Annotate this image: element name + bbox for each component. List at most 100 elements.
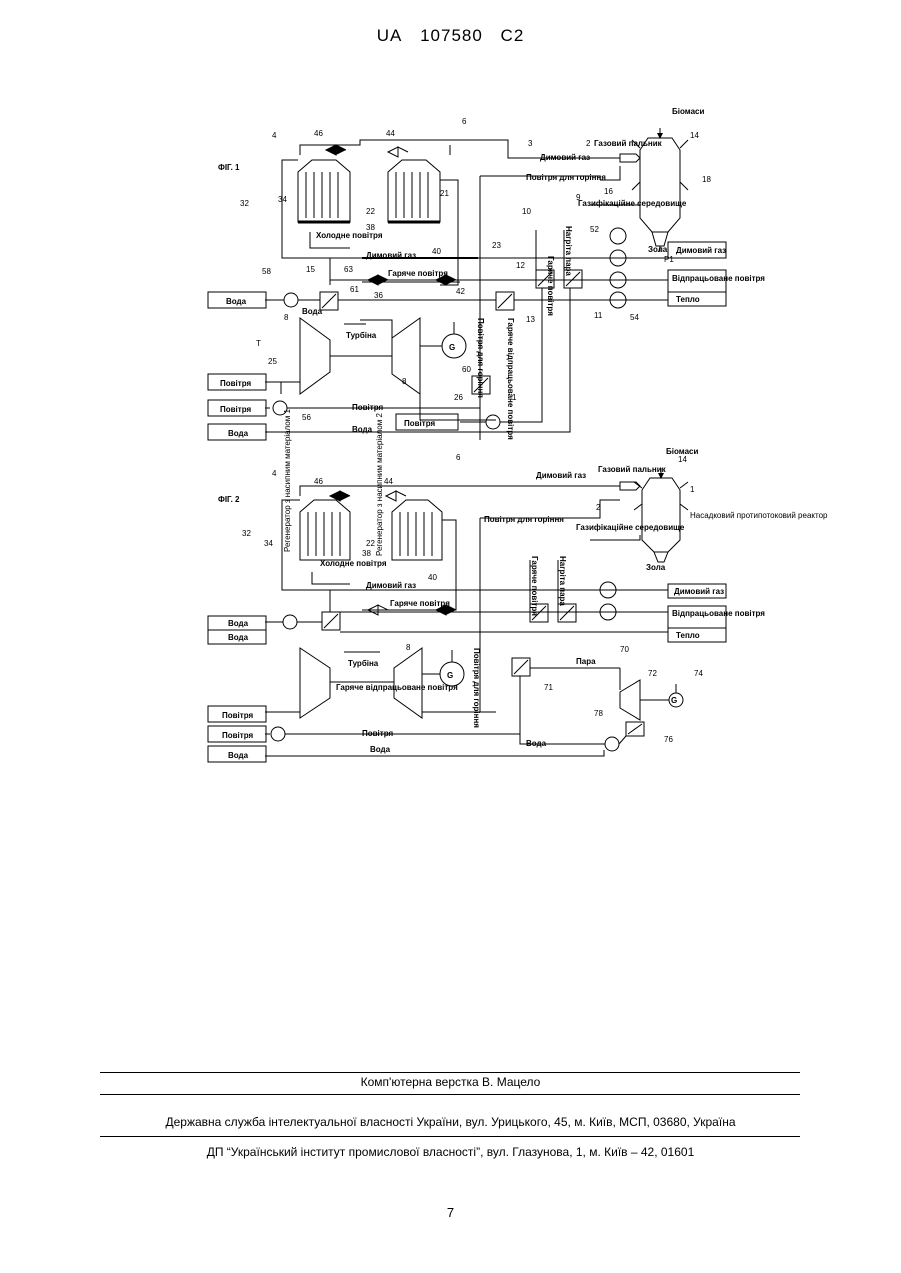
footer-rule-1	[100, 1072, 800, 1073]
fig2-num: 70	[620, 645, 629, 654]
fig1-label-flue-gas-mid: Димовий газ	[366, 251, 416, 260]
fig1-label-water: Вода	[226, 297, 247, 306]
fig2-label-water-line2: Вода	[526, 739, 547, 748]
fig1-num: 36	[374, 291, 383, 300]
fig1-label-water-bottom: Вода	[228, 429, 249, 438]
fig1-num: 34	[278, 195, 287, 204]
fig1-num: 63	[344, 265, 353, 274]
fig2-num: 1	[690, 485, 695, 494]
fig2-num: 32	[242, 529, 251, 538]
fig1-num: 8	[402, 377, 407, 386]
fig2-num: 74	[694, 669, 703, 678]
fig2-label-regen2: Регенератор з насипним матеріалом 2	[375, 413, 384, 556]
fig2-label-flue-gas2: Димовий газ	[366, 581, 416, 590]
fig1-label-flue-out: Димовий газ	[676, 246, 726, 255]
fig1-num: 42	[456, 287, 465, 296]
fig2-num: 76	[664, 735, 673, 744]
fig2-num: 4	[272, 469, 277, 478]
fig2-regenerator-1	[300, 500, 350, 560]
fig2-regenerator-2	[392, 500, 442, 560]
fig1-num: 15	[306, 265, 315, 274]
fig2-num: 8	[406, 643, 411, 652]
fig2-label-combustion-air: Повітря для горіння	[484, 515, 564, 524]
page-number: 7	[0, 1205, 901, 1220]
fig1-num: 3	[528, 139, 533, 148]
fig1-label-water-small: Вода	[302, 307, 323, 316]
fig2-reactor	[634, 468, 688, 562]
fig1-num: 13	[526, 315, 535, 324]
fig1-num: 4	[272, 131, 277, 140]
fig1-num: 11	[594, 311, 603, 320]
fig1-num: 23	[492, 241, 501, 250]
fig1-label-heat: Тепло	[676, 295, 700, 304]
fig2-num: 14	[678, 455, 687, 464]
fig2-num: 72	[648, 669, 657, 678]
fig1-num: 10	[522, 207, 531, 216]
fig2-label-reactor: Насадковий протипотоковий реактор	[690, 511, 828, 520]
fig1-num: 2	[586, 139, 591, 148]
fig1-num: 8	[284, 313, 289, 322]
fig1-label-air-box: Повітря	[404, 419, 435, 428]
fig2-title: ФІГ. 2	[218, 495, 240, 504]
fig2-label-turbine: Турбіна	[348, 659, 379, 668]
fig1-title: ФІГ. 1	[218, 163, 240, 172]
fig1-label-combustion-air: Повітря для горіння	[526, 173, 606, 182]
fig1-label-steam: Нагріта пара	[564, 226, 573, 276]
fig1-label-ash: Зола	[648, 245, 668, 254]
fig2-num: 22	[366, 539, 375, 548]
fig2-label-hot-air-v: Гаряче повітря	[530, 556, 539, 616]
fig1-num: 1	[512, 393, 517, 402]
fig2-label-air-line: Повітря	[362, 729, 393, 738]
fig1-num: T	[256, 339, 261, 348]
fig2-label-water-line: Вода	[370, 745, 391, 754]
fig1-label-turbine: Турбіна	[346, 331, 377, 340]
fig2-label-flue-gas: Димовий газ	[536, 471, 586, 480]
fig1-label-air-combustion-v: Повітря для горіння	[476, 318, 485, 398]
footer-layout: Комп'ютерна верстка В. Мацело	[0, 1075, 901, 1089]
footer-rule-3	[100, 1136, 800, 1137]
fig2-label-air2: Повітря	[222, 731, 253, 740]
fig2-label-cold-air: Холодне повітря	[320, 559, 387, 568]
fig1-num: 58	[262, 267, 271, 276]
fig1-label-air: Повітря	[220, 379, 251, 388]
fig1-generator: G	[449, 343, 455, 352]
fig2-label-hot-exhaust: Гаряче відпрацьоване повітря	[336, 683, 458, 692]
fig1-num: 18	[702, 175, 711, 184]
fig2-label-ash: Зола	[646, 563, 666, 572]
fig1-num: 38	[366, 223, 375, 232]
fig1-num: 22	[366, 207, 375, 216]
fig2-label-regen1: Регенератор з насипним матеріалом 1	[283, 409, 292, 552]
fig2-label-steam-line: Пара	[576, 657, 596, 666]
fig1-num: 61	[350, 285, 359, 294]
fig2-generator-small: G	[671, 696, 677, 705]
fig2-label-water3: Вода	[228, 751, 249, 760]
fig1-num: 21	[440, 189, 449, 198]
fig2-label-air-combustion-v: Повітря для горіння	[472, 648, 481, 728]
fig1-label-hot-air: Гаряче повітря	[546, 256, 555, 316]
fig2-label-gasification: Газифікаційне середовище	[576, 523, 685, 532]
fig2-num: 71	[544, 683, 553, 692]
fig1-num: 46	[314, 129, 323, 138]
footer-institute: ДП “Український інститут промислової вла…	[0, 1145, 901, 1159]
fig1-label-gasification: Газифікаційне середовище	[578, 199, 687, 208]
fig1-num: 25	[268, 357, 277, 366]
fig1-label-hot-exhaust-v: Гаряче відпрацьоване повітря	[506, 318, 515, 440]
fig1-num: 14	[690, 131, 699, 140]
fig2-label-heat: Тепло	[676, 631, 700, 640]
fig2-label-gas-burner: Газовий пальник	[598, 465, 667, 474]
fig2-num: 78	[594, 709, 603, 718]
fig2-num: 38	[362, 549, 371, 558]
fig2-label-flue-out: Димовий газ	[674, 587, 724, 596]
fig2-label-air1: Повітря	[222, 711, 253, 720]
fig2-num: 46	[314, 477, 323, 486]
fig1-label-air-line: Повітря	[352, 403, 383, 412]
fig1-label-biomass: Біомаси	[672, 107, 704, 116]
figure-1: ФІГ. 1	[208, 128, 726, 440]
fig1-label-cold-air: Холодне повітря	[316, 231, 383, 240]
fig1-num: 26	[454, 393, 463, 402]
footer-rule-2	[100, 1094, 800, 1095]
fig1-num: 52	[590, 225, 599, 234]
fig1-label-water-line: Вода	[352, 425, 373, 434]
fig1-regenerator-2	[388, 160, 440, 222]
fig1-label-exhaust: Відпрацьоване повітря	[672, 274, 765, 283]
